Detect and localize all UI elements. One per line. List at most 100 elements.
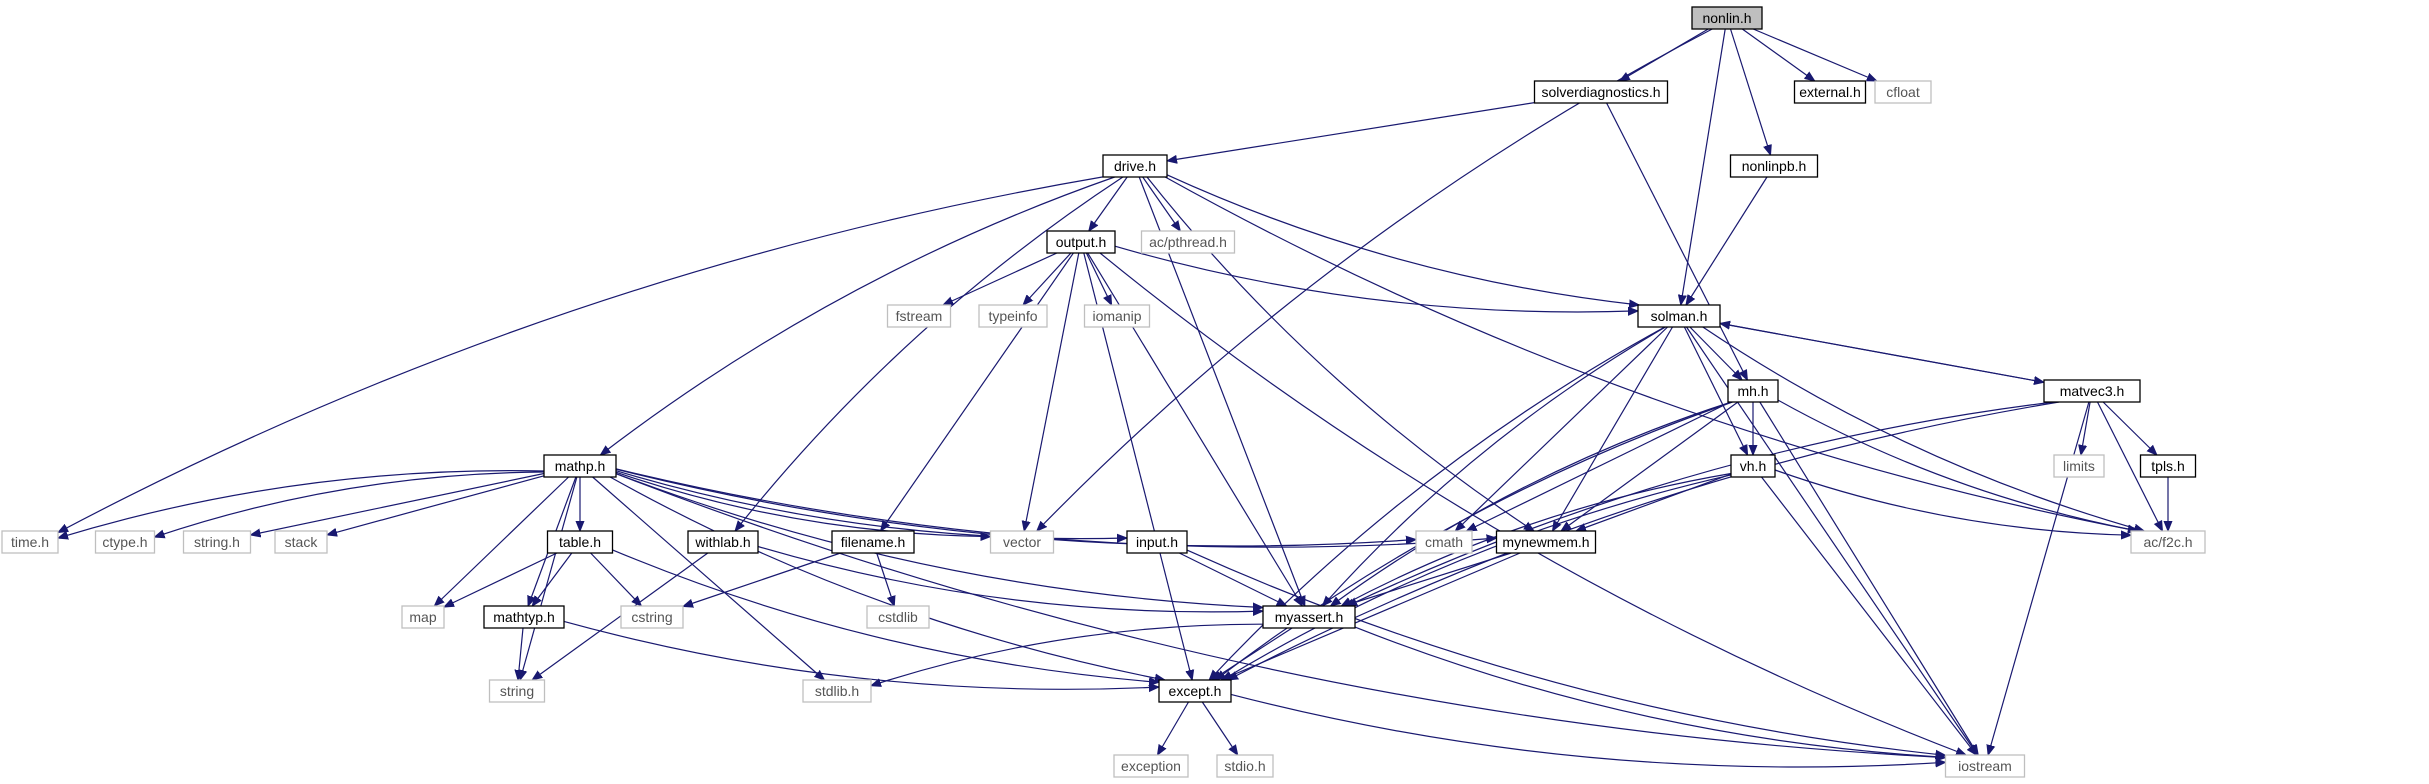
node-label-tpls: tpls.h bbox=[2151, 458, 2184, 474]
edge-output-to-filename bbox=[881, 252, 1074, 531]
edge-mathp-to-vector bbox=[615, 471, 991, 536]
node-box-drive bbox=[1102, 154, 1168, 178]
edge-output-to-myassert bbox=[1087, 252, 1303, 606]
edge-filename-to-cstdlib bbox=[876, 552, 895, 606]
node-input[interactable]: input.h bbox=[1126, 530, 1188, 554]
node-box-filename bbox=[831, 530, 915, 554]
node-label-filename: filename.h bbox=[841, 534, 906, 550]
node-box-cfloat bbox=[1874, 80, 1932, 104]
edge-drive-to-pthread bbox=[1142, 176, 1181, 231]
node-table[interactable]: table.h bbox=[546, 530, 614, 554]
edge-withlab-to-string bbox=[532, 552, 709, 680]
node-box-solman bbox=[1637, 304, 1721, 328]
node-iomanip: iomanip bbox=[1083, 304, 1151, 328]
node-external[interactable]: external.h bbox=[1793, 80, 1867, 104]
node-stdio: stdio.h bbox=[1216, 754, 1274, 778]
node-cmath: cmath bbox=[1415, 530, 1473, 554]
edge-mathp-to-stringh bbox=[251, 472, 545, 536]
node-matvec3[interactable]: matvec3.h bbox=[2043, 379, 2141, 403]
node-nonlinpb[interactable]: nonlinpb.h bbox=[1729, 154, 1819, 178]
node-iostream: iostream bbox=[1944, 754, 2026, 778]
edge-drive-to-timeh bbox=[58, 176, 1104, 533]
node-box-f2c bbox=[2130, 530, 2206, 554]
node-fstream: fstream bbox=[886, 304, 952, 328]
node-output[interactable]: output.h bbox=[1046, 230, 1116, 254]
edge-output-to-typeinfo bbox=[1023, 252, 1072, 305]
node-string: string bbox=[488, 679, 546, 703]
node-except[interactable]: except.h bbox=[1158, 679, 1232, 703]
edge-mh-to-except bbox=[1216, 401, 1733, 680]
edge-withlab-to-myassert bbox=[757, 545, 1263, 612]
node-mathp[interactable]: mathp.h bbox=[543, 454, 617, 478]
node-box-stringh bbox=[182, 530, 252, 554]
edge-mh-to-myassert bbox=[1331, 401, 1732, 606]
edge-drive-to-withlab bbox=[735, 176, 1124, 531]
edge-drive-to-output bbox=[1089, 176, 1128, 231]
node-filename[interactable]: filename.h bbox=[831, 530, 915, 554]
edge-vh-to-iostream bbox=[1761, 476, 1977, 755]
node-box-ctype bbox=[94, 530, 156, 554]
edge-drive-to-mynewmem bbox=[1146, 176, 1534, 531]
node-withlab[interactable]: withlab.h bbox=[687, 530, 759, 554]
node-box-string bbox=[488, 679, 546, 703]
edge-myassert-to-iostream bbox=[1354, 626, 1946, 757]
node-label-fstream: fstream bbox=[896, 308, 943, 324]
edge-mathtyp-to-except bbox=[563, 620, 1159, 689]
node-label-typeinfo: typeinfo bbox=[988, 308, 1037, 324]
edge-mathp-to-input bbox=[615, 470, 1127, 539]
edge-nonlin-to-vector bbox=[1037, 28, 1713, 531]
node-myassert[interactable]: myassert.h bbox=[1262, 605, 1356, 629]
node-label-mynewmem: mynewmem.h bbox=[1502, 534, 1589, 550]
node-cstring: cstring bbox=[620, 605, 684, 629]
node-box-matvec3 bbox=[2043, 379, 2141, 403]
edge-mathp-to-stack bbox=[327, 475, 545, 535]
edge-table-to-mathtyp bbox=[532, 552, 573, 606]
node-mh[interactable]: mh.h bbox=[1727, 379, 1779, 403]
node-label-f2c: ac/f2c.h bbox=[2143, 534, 2192, 550]
node-solman[interactable]: solman.h bbox=[1637, 304, 1721, 328]
node-solverdiagnostics[interactable]: solverdiagnostics.h bbox=[1533, 80, 1669, 104]
edge-mathp-to-map bbox=[434, 476, 570, 606]
node-label-iostream: iostream bbox=[1958, 758, 2012, 774]
node-label-vh: vh.h bbox=[1740, 458, 1766, 474]
node-drive[interactable]: drive.h bbox=[1102, 154, 1168, 178]
node-label-mh: mh.h bbox=[1737, 383, 1768, 399]
node-box-cstdlib bbox=[866, 605, 930, 629]
node-box-stdio bbox=[1216, 754, 1274, 778]
node-map: map bbox=[401, 605, 445, 629]
edge-mathp-to-myassert bbox=[615, 472, 1263, 608]
edge-myassert-to-stdlib bbox=[871, 623, 1264, 686]
node-box-mathtyp bbox=[483, 605, 565, 629]
node-label-stdio: stdio.h bbox=[1224, 758, 1265, 774]
edge-drive-to-f2c bbox=[1164, 176, 2138, 531]
edge-drive-to-solman bbox=[1166, 174, 1639, 305]
node-tpls[interactable]: tpls.h bbox=[2139, 454, 2197, 478]
node-nonlin[interactable]: nonlin.h bbox=[1691, 6, 1763, 30]
node-box-vector bbox=[989, 530, 1055, 554]
edge-solman-to-iostream bbox=[1686, 326, 1978, 755]
node-label-ctype: ctype.h bbox=[102, 534, 147, 550]
node-label-nonlinpb: nonlinpb.h bbox=[1742, 158, 1807, 174]
node-label-solman: solman.h bbox=[1651, 308, 1708, 324]
edge-input-to-myassert bbox=[1179, 552, 1286, 606]
edge-mathp-to-iostream bbox=[615, 473, 1946, 758]
node-mynewmem[interactable]: mynewmem.h bbox=[1495, 530, 1597, 554]
node-mathtyp[interactable]: mathtyp.h bbox=[483, 605, 565, 629]
node-vh[interactable]: vh.h bbox=[1730, 454, 1776, 478]
edge-mathp-to-ctype bbox=[155, 471, 545, 537]
node-label-drive: drive.h bbox=[1114, 158, 1156, 174]
edge-mh-to-cmath bbox=[1467, 401, 1731, 531]
edge-nonlin-to-cfloat bbox=[1752, 28, 1877, 82]
edge-matvec3-to-f2c bbox=[2096, 401, 2163, 531]
edge-output-to-solman bbox=[1114, 245, 1638, 312]
edge-matvec3-to-limits bbox=[2081, 401, 2091, 455]
node-f2c: ac/f2c.h bbox=[2130, 530, 2206, 554]
node-label-cmath: cmath bbox=[1425, 534, 1463, 550]
node-label-string: string bbox=[500, 683, 534, 699]
node-vector: vector bbox=[989, 530, 1055, 554]
node-label-myassert: myassert.h bbox=[1275, 609, 1343, 625]
edge-matvec3-to-solman bbox=[1720, 323, 2045, 383]
edge-solman-to-f2c bbox=[1702, 326, 2144, 531]
node-label-withlab: withlab.h bbox=[694, 534, 750, 550]
